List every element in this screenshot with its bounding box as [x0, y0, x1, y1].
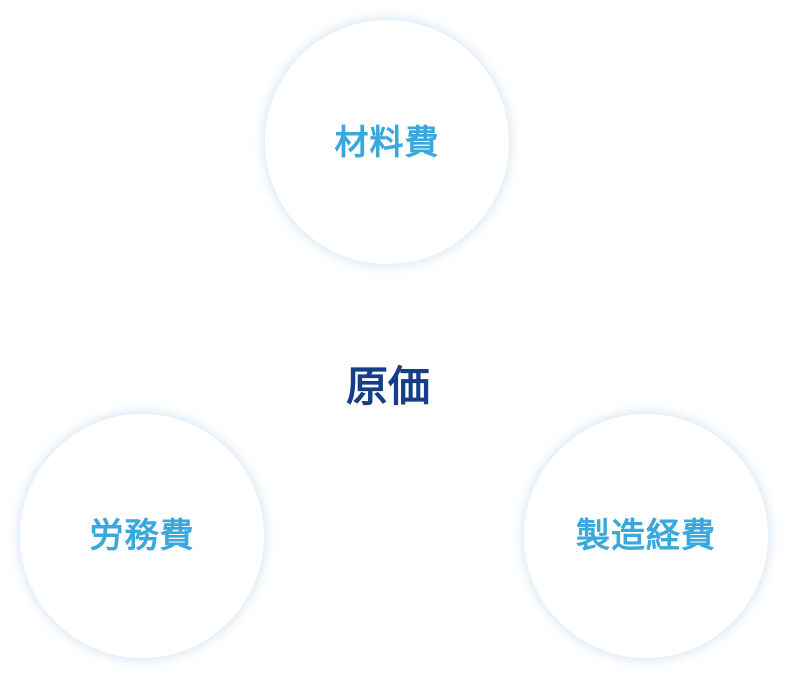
cost-center-label: 原価 [345, 362, 430, 411]
material-cost-label: 材料費 [334, 123, 440, 163]
material-cost-node: 材料費 [265, 20, 509, 264]
manufacturing-overhead-node: 製造経費 [524, 414, 768, 658]
labor-cost-node: 労務費 [20, 414, 264, 658]
manufacturing-overhead-label: 製造経費 [576, 516, 716, 556]
labor-cost-label: 労務費 [89, 516, 195, 556]
